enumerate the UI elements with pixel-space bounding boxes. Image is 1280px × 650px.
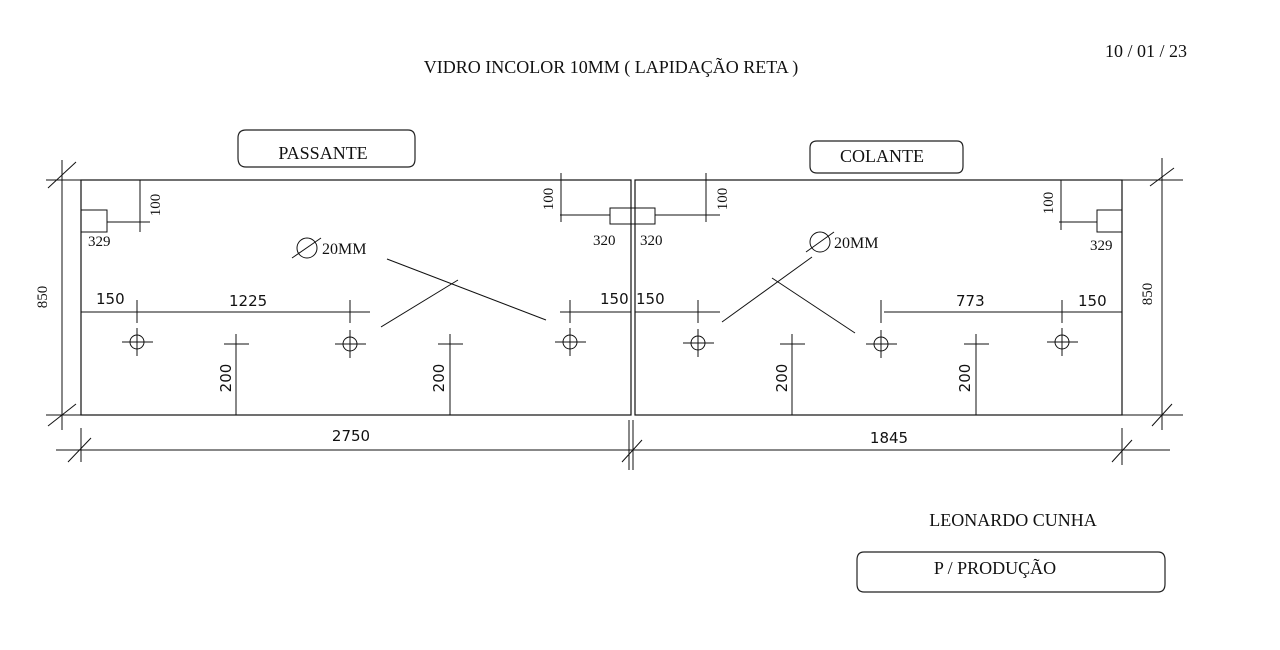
colante-diameter-symbol bbox=[809, 231, 831, 253]
drawing-title: VIDRO INCOLOR 10MM ( LAPIDAÇÃO RETA ) bbox=[424, 56, 799, 78]
passante-hole-1 bbox=[122, 328, 153, 356]
passante-dim-right-offset: 150 bbox=[600, 290, 629, 308]
passante-dim-height-b: 200 bbox=[430, 364, 448, 393]
colante-panel-outline bbox=[634, 179, 1123, 416]
passante-dim-corner: 329 bbox=[88, 234, 111, 250]
passante-dim-top-left: 100 bbox=[148, 194, 164, 217]
hinge-box bbox=[609, 207, 656, 225]
colante-dim-width: 1845 bbox=[870, 429, 908, 447]
colante-corner-notch bbox=[1096, 209, 1123, 233]
colante-dim-height-a: 200 bbox=[773, 364, 791, 393]
passante-dim-height-total: 850 bbox=[35, 286, 51, 309]
colante-dim-left-offset: 150 bbox=[636, 290, 665, 308]
colante-dim-corner: 329 bbox=[1090, 238, 1113, 254]
passante-hole-diameter: 20MM bbox=[322, 241, 366, 258]
author-name: LEONARDO CUNHA bbox=[929, 510, 1097, 530]
passante-dim-top-right: 100 bbox=[541, 188, 557, 211]
passante-dim-hole-spacing: 1225 bbox=[229, 292, 267, 310]
passante-dim-hinge: 320 bbox=[593, 233, 616, 249]
production-stamp-box bbox=[856, 551, 1166, 593]
colante-dim-hole-spacing: 773 bbox=[956, 292, 985, 310]
passante-dim-left-offset: 150 bbox=[96, 290, 125, 308]
colante-dim-right-offset: 150 bbox=[1078, 292, 1107, 310]
passante-corner-notch bbox=[80, 209, 108, 233]
colante-dim-height-b: 200 bbox=[956, 364, 974, 393]
passante-hole-3 bbox=[555, 328, 586, 356]
colante-dim-top-right: 100 bbox=[1041, 192, 1057, 215]
passante-dim-width: 2750 bbox=[332, 427, 370, 445]
colante-dim-height-total: 850 bbox=[1140, 283, 1156, 306]
production-stamp: P / PRODUÇÃO bbox=[934, 557, 1056, 578]
passante-label: PASSANTE bbox=[278, 143, 367, 163]
colante-label-box bbox=[809, 140, 964, 174]
colante-hole-diameter: 20MM bbox=[834, 235, 878, 252]
colante-label: COLANTE bbox=[840, 146, 924, 166]
passante-hole-2 bbox=[335, 330, 366, 358]
drawing-date: 10 / 01 / 23 bbox=[1105, 41, 1187, 61]
colante-dim-top-left: 100 bbox=[715, 188, 731, 211]
passante-label-box bbox=[237, 129, 416, 168]
colante-dim-hinge: 320 bbox=[640, 233, 663, 249]
passante-dim-height-a: 200 bbox=[217, 364, 235, 393]
passante-diameter-symbol bbox=[296, 237, 318, 259]
passante-panel-outline bbox=[80, 179, 632, 416]
colante-hole-2 bbox=[866, 330, 897, 358]
colante-hole-3 bbox=[1047, 328, 1078, 356]
colante-hole-1 bbox=[683, 329, 714, 357]
